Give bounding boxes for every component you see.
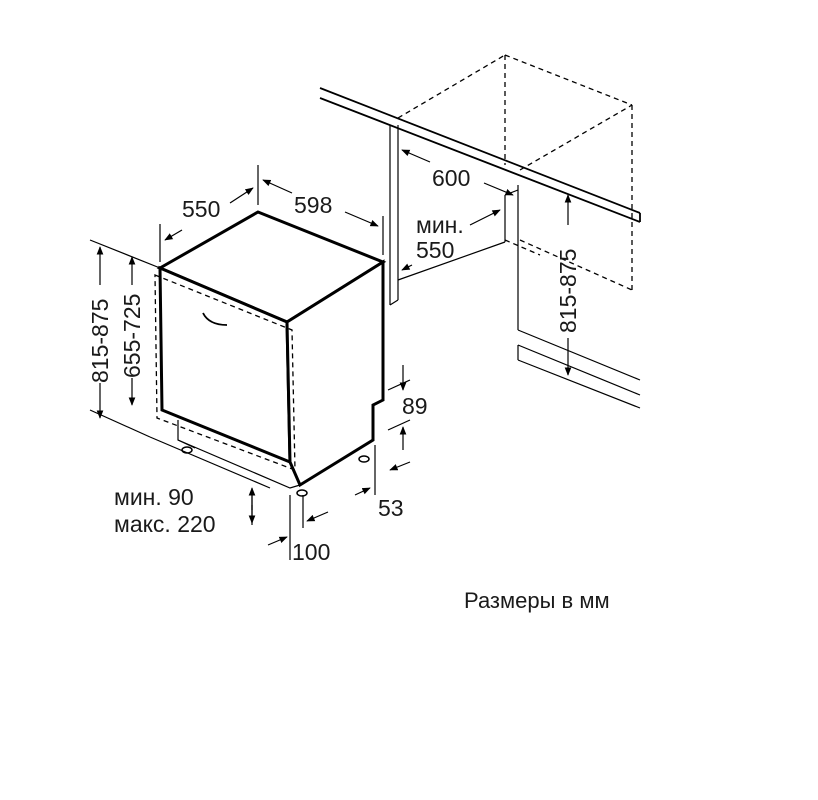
- clearance-min-label: мин. 90: [114, 484, 194, 510]
- niche-width-dimension: [401, 149, 514, 196]
- body-height-label: 655-725: [119, 294, 145, 378]
- depth-dimension: [159, 165, 259, 262]
- plinth-height-label: 89: [402, 393, 428, 419]
- plinth-offset-dimension: [354, 445, 411, 496]
- niche-width-label: 600: [432, 165, 470, 191]
- niche-height-label: 815-875: [555, 249, 581, 333]
- countertop: [319, 87, 641, 223]
- dishwasher-body: [154, 210, 387, 497]
- total-height-label: 815-875: [87, 299, 113, 383]
- plinth-depth-dimension: [267, 495, 329, 560]
- depth-label: 550: [182, 196, 220, 222]
- niche-depth-label-line2: 550: [416, 237, 454, 263]
- units-caption: Размеры в мм: [464, 588, 610, 613]
- plinth-depth-label: 100: [292, 539, 330, 565]
- niche-depth-dimension: [401, 209, 501, 271]
- plinth-height-dimension: [387, 365, 411, 450]
- width-dimension: [262, 179, 384, 255]
- plinth-offset-label: 53: [378, 495, 404, 521]
- width-label: 598: [294, 192, 332, 218]
- clearance-max-label: макс. 220: [114, 511, 216, 537]
- niche-depth-label-line1: мин.: [416, 212, 464, 238]
